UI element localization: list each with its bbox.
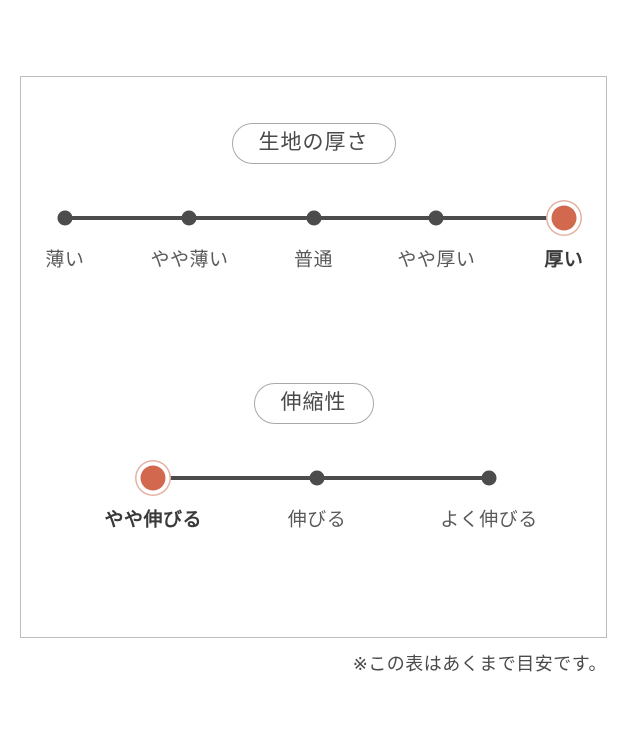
- fabric-property-chart-frame: 生地の厚さ 薄い やや薄い 普通 やや厚い 厚い: [20, 76, 607, 638]
- thickness-point-5-selected[interactable]: 厚い: [544, 205, 583, 271]
- thickness-dot-3: [306, 210, 321, 226]
- stretch-dot-1: [140, 465, 166, 491]
- thickness-scale: 薄い やや薄い 普通 やや厚い 厚い: [21, 198, 606, 274]
- stretch-label-3: よく伸びる: [440, 509, 538, 531]
- thickness-heading-pill: 生地の厚さ: [231, 123, 396, 165]
- stretch-label-1: やや伸びる: [104, 509, 202, 531]
- thickness-heading-wrap: 生地の厚さ: [21, 123, 606, 165]
- stretch-heading-pill: 伸縮性: [253, 383, 374, 425]
- section-fabric-thickness: 生地の厚さ 薄い やや薄い 普通 やや厚い 厚い: [21, 123, 606, 274]
- stretch-scale: やや伸びる 伸びる よく伸びる: [21, 458, 606, 534]
- thickness-label-2: やや薄い: [150, 249, 229, 271]
- thickness-label-3: 普通: [294, 249, 334, 271]
- chart-footnote: ※この表はあくまで目安です。: [352, 654, 607, 674]
- stretch-heading-wrap: 伸縮性: [21, 383, 606, 425]
- thickness-point-3[interactable]: 普通: [294, 210, 333, 271]
- thickness-label-1: 薄い: [45, 249, 85, 271]
- thickness-point-2[interactable]: やや薄い: [150, 210, 228, 271]
- thickness-dot-4: [428, 210, 444, 226]
- stretch-dot-3: [481, 470, 497, 486]
- stretch-dot-2: [309, 470, 325, 486]
- thickness-dot-2: [181, 210, 197, 226]
- stretch-label-2: 伸びる: [287, 509, 347, 531]
- thickness-dot-5: [551, 205, 577, 231]
- stretch-point-2[interactable]: 伸びる: [288, 470, 346, 531]
- thickness-label-5: 厚い: [544, 249, 584, 271]
- stretch-point-3[interactable]: よく伸びる: [440, 470, 537, 531]
- stretch-point-1-selected[interactable]: やや伸びる: [104, 465, 201, 531]
- thickness-dot-1: [57, 210, 73, 226]
- section-fabric-stretch: 伸縮性 やや伸びる 伸びる よく伸びる: [21, 383, 606, 534]
- thickness-label-4: やや厚い: [397, 249, 476, 271]
- thickness-point-1[interactable]: 薄い: [45, 210, 84, 271]
- thickness-point-4[interactable]: やや厚い: [397, 210, 475, 271]
